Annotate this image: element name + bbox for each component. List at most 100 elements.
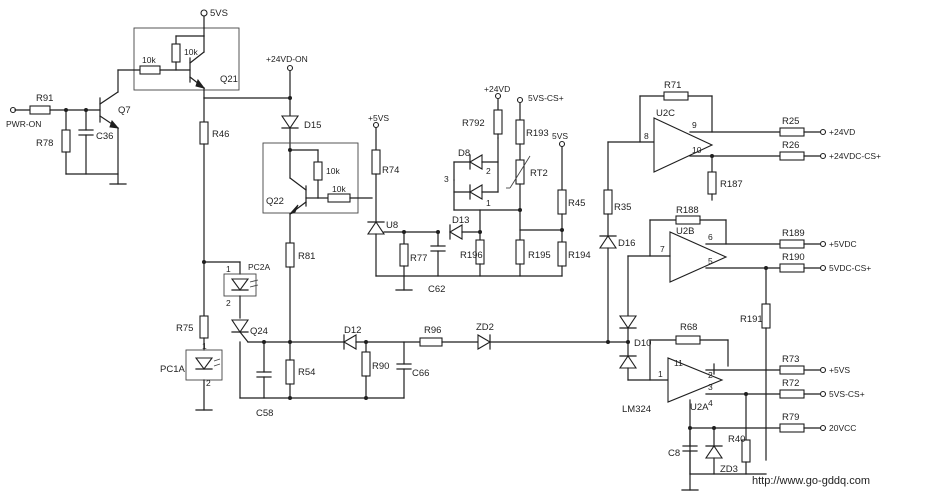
- label-out-5vs: +5VS: [829, 365, 850, 375]
- label-c66: C66: [412, 368, 429, 379]
- label-r40: R40: [728, 434, 745, 445]
- label-out-5vs-cs: 5VS-CS+: [829, 389, 865, 399]
- label-q24: Q24: [250, 326, 268, 337]
- label-d15: D15: [304, 120, 321, 131]
- label-5vs-mid: +5VS: [368, 113, 389, 123]
- label-q22: Q22: [266, 196, 284, 207]
- label-u2b: U2B: [676, 226, 694, 237]
- label-q21-r-base: 10k: [142, 55, 156, 65]
- label-q22-r-base: 10k: [332, 184, 346, 194]
- label-u2b-pin5: 5: [708, 256, 713, 266]
- label-u2b-pin7: 7: [660, 244, 665, 254]
- label-r190: R190: [782, 252, 805, 263]
- label-out-24vdc-cs: +24VDC-CS+: [829, 151, 881, 161]
- label-r188: R188: [676, 205, 699, 216]
- label-r74: R74: [382, 165, 399, 176]
- label-c58: C58: [256, 408, 273, 419]
- label-u2a-pin2: 2: [708, 370, 713, 380]
- label-u2c-pin9: 9: [692, 120, 697, 130]
- c8-capacitor: [682, 427, 698, 475]
- label-r792: R792: [462, 118, 485, 129]
- label-r71: R71: [664, 80, 681, 91]
- labels: 5VS R91 PWR-ON Q7 R78 C36 10k 10k Q21 R4…: [6, 8, 881, 487]
- label-r81: R81: [298, 251, 315, 262]
- label-rt2: RT2: [530, 168, 548, 179]
- label-u2a: U2A: [690, 402, 709, 413]
- label-r25: R25: [782, 116, 799, 127]
- label-24vd: +24VD: [484, 84, 510, 94]
- label-r191: R191: [740, 314, 763, 325]
- label-r79: R79: [782, 412, 799, 423]
- label-r195: R195: [528, 250, 551, 261]
- label-c62: C62: [428, 284, 445, 295]
- label-5vs-top: 5VS: [210, 8, 228, 19]
- watermark-url: http://www.go-gddq.com: [752, 475, 870, 487]
- tl431-section: [366, 92, 567, 291]
- label-u2a-pin3: 3: [708, 382, 713, 392]
- label-r46: R46: [212, 129, 229, 140]
- opamp-section: [598, 91, 827, 491]
- label-c8: C8: [668, 448, 680, 459]
- label-r77: R77: [410, 253, 427, 264]
- label-u2c-pin10: 10: [692, 145, 702, 155]
- label-u8: U8: [386, 220, 398, 231]
- label-d10: D10: [634, 338, 651, 349]
- label-pc2a: PC2A: [248, 262, 271, 272]
- label-5vs-right: 5VS: [552, 131, 568, 141]
- label-r90: R90: [372, 361, 389, 372]
- label-pin1: 1: [486, 198, 491, 208]
- label-out-5vdc: +5VDC: [829, 239, 857, 249]
- label-r91: R91: [36, 93, 53, 104]
- label-r54: R54: [298, 367, 315, 378]
- label-r78: R78: [36, 138, 53, 149]
- label-u2a-pin11: 11: [674, 358, 683, 368]
- label-zd2: ZD2: [476, 322, 494, 333]
- label-u2a-pin4: 4: [708, 398, 713, 408]
- label-r193: R193: [526, 128, 549, 139]
- label-zd3: ZD3: [720, 464, 738, 475]
- label-c36: C36: [96, 131, 113, 142]
- label-u2b-pin6: 6: [708, 232, 713, 242]
- label-r75: R75: [176, 323, 193, 334]
- q7-q21-section: [9, 9, 291, 264]
- label-r73: R73: [782, 354, 799, 365]
- label-q22-r-top: 10k: [326, 166, 340, 176]
- label-r45: R45: [568, 198, 585, 209]
- label-u2c: U2C: [656, 108, 675, 119]
- label-out-5vdc-cs: 5VDC-CS+: [829, 263, 871, 273]
- label-r194: R194: [568, 250, 591, 261]
- label-pc1a-pin2: 2: [206, 378, 211, 388]
- opto-section: [185, 261, 610, 411]
- label-r68: R68: [680, 322, 697, 333]
- label-d12: D12: [344, 325, 361, 336]
- label-d8: D8: [458, 148, 470, 159]
- label-r196: R196: [460, 250, 483, 261]
- label-pc2a-pin1: 1: [226, 264, 231, 274]
- label-out-20vcc: 20VCC: [829, 423, 856, 433]
- label-r26: R26: [782, 140, 799, 151]
- label-r72: R72: [782, 378, 799, 389]
- label-pc2a-pin2: 2: [226, 298, 231, 308]
- label-q21: Q21: [220, 74, 238, 85]
- label-r96: R96: [424, 325, 441, 336]
- label-out-24vd: +24VD: [829, 127, 855, 137]
- label-r189: R189: [782, 228, 805, 239]
- label-pin2: 2: [486, 166, 491, 176]
- label-d13: D13: [452, 215, 469, 226]
- label-24vd-on: +24VD-ON: [266, 54, 308, 64]
- label-lm324: LM324: [622, 404, 651, 415]
- label-r187: R187: [720, 179, 743, 190]
- label-u2a-pin1: 1: [658, 369, 663, 379]
- label-5vs-cs-top: 5VS-CS+: [528, 93, 564, 103]
- label-d16: D16: [618, 238, 635, 249]
- label-pc1a-pin1: 1: [202, 341, 207, 351]
- label-q21-r-top: 10k: [184, 47, 198, 57]
- label-u2c-pin8: 8: [644, 131, 649, 141]
- q22-section: [262, 64, 373, 341]
- label-r35: R35: [614, 202, 631, 213]
- label-pc1a: PC1A: [160, 364, 185, 375]
- label-pin3: 3: [444, 174, 449, 184]
- label-pwr-on: PWR-ON: [6, 119, 41, 129]
- label-q7: Q7: [118, 105, 131, 116]
